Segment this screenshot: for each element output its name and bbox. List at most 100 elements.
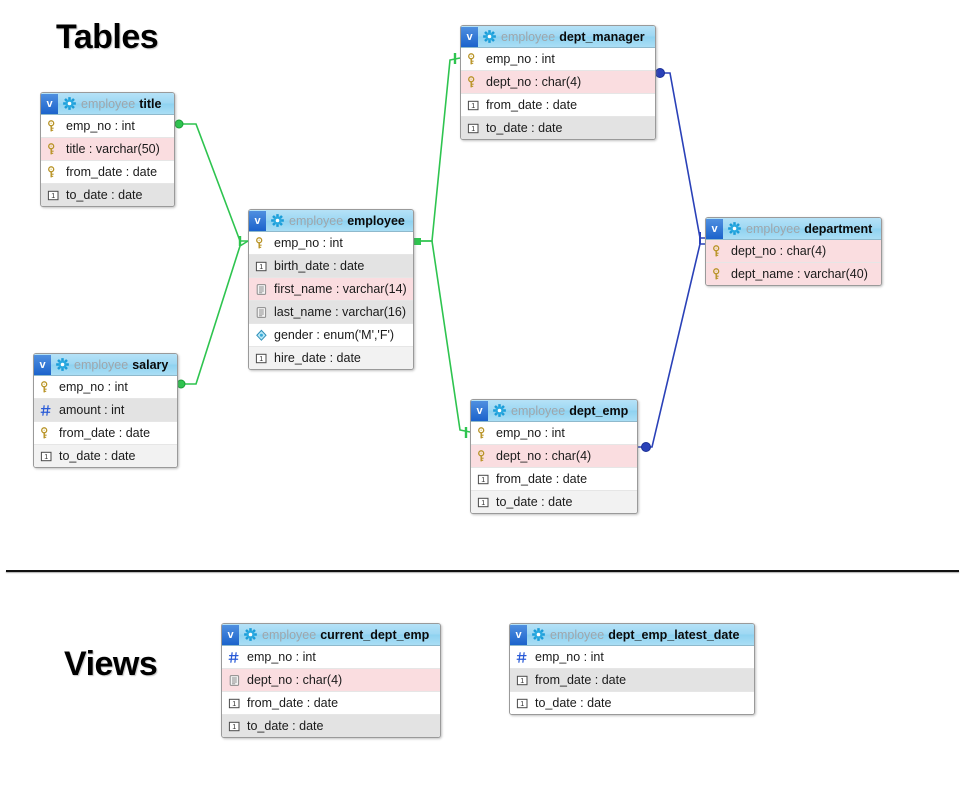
entity-name: current_dept_emp xyxy=(320,627,430,642)
section-divider xyxy=(6,570,959,572)
key-icon xyxy=(48,165,55,177)
field-row[interactable]: emp_no : int xyxy=(510,646,754,669)
field-row[interactable]: title : varchar(50) xyxy=(41,138,174,161)
field-row[interactable]: dept_name : varchar(40) xyxy=(706,263,881,285)
field-row[interactable]: dept_no : char(4) xyxy=(471,445,637,468)
field-row[interactable]: emp_no : int xyxy=(41,115,174,138)
field-label: to_date : date xyxy=(66,188,143,202)
field-row[interactable]: from_date : date xyxy=(34,422,177,445)
enum-icon xyxy=(256,329,267,341)
field-label: to_date : date xyxy=(496,495,573,509)
field-row[interactable]: last_name : varchar(16) xyxy=(249,301,413,324)
field-label: hire_date : date xyxy=(274,351,361,365)
svg-text:1: 1 xyxy=(481,500,485,507)
svg-text:1: 1 xyxy=(232,701,236,708)
date-icon: 1 xyxy=(228,721,240,731)
gear-icon xyxy=(728,222,741,235)
field-row[interactable]: amount : int xyxy=(34,399,177,422)
field-label: to_date : date xyxy=(247,719,324,733)
schema-name: employee xyxy=(501,29,556,44)
entity-name: dept_emp_latest_date xyxy=(608,627,740,642)
gear-icon xyxy=(56,358,69,371)
field-row[interactable]: emp_no : int xyxy=(222,646,440,669)
view-badge-icon: v xyxy=(41,93,58,114)
tables-section-heading: Tables xyxy=(56,18,159,56)
gear-icon xyxy=(271,214,284,227)
field-label: dept_no : char(4) xyxy=(486,75,582,89)
key-icon xyxy=(478,449,485,461)
views-section-heading: Views xyxy=(64,645,158,683)
field-label: from_date : date xyxy=(247,696,339,710)
view-badge-icon: v xyxy=(706,218,723,239)
field-label: last_name : varchar(16) xyxy=(274,305,407,319)
date-icon: 1 xyxy=(516,698,528,708)
field-label: emp_no : int xyxy=(274,236,343,250)
svg-text:1: 1 xyxy=(481,477,485,484)
key-icon xyxy=(48,142,55,154)
field-row[interactable]: 1 from_date : date xyxy=(222,692,440,715)
gear-icon xyxy=(244,628,257,641)
number-icon xyxy=(40,404,51,416)
view-badge-icon: v xyxy=(510,624,527,645)
field-label: from_date : date xyxy=(59,426,151,440)
field-row[interactable]: from_date : date xyxy=(41,161,174,184)
field-row[interactable]: 1 to_date : date xyxy=(471,491,637,513)
view-badge-icon: v xyxy=(249,210,266,231)
date-icon: 1 xyxy=(516,675,528,685)
field-row[interactable]: dept_no : char(4) xyxy=(706,240,881,263)
field-label: birth_date : date xyxy=(274,259,365,273)
field-row[interactable]: dept_no : char(4) xyxy=(461,71,655,94)
field-row[interactable]: emp_no : int xyxy=(471,422,637,445)
field-label: to_date : date xyxy=(59,449,136,463)
field-row[interactable]: dept_no : char(4) xyxy=(222,669,440,692)
field-row[interactable]: emp_no : int xyxy=(249,232,413,255)
entity-name: dept_emp xyxy=(569,403,629,418)
svg-text:1: 1 xyxy=(520,678,524,685)
field-row[interactable]: 1 to_date : date xyxy=(222,715,440,737)
field-label: from_date : date xyxy=(486,98,578,112)
schema-name: employee xyxy=(81,96,136,111)
date-icon: 1 xyxy=(467,123,479,133)
number-icon xyxy=(516,651,527,663)
field-row[interactable]: first_name : varchar(14) xyxy=(249,278,413,301)
field-label: emp_no : int xyxy=(247,650,316,664)
svg-text:1: 1 xyxy=(232,724,236,731)
field-label: first_name : varchar(14) xyxy=(274,282,407,296)
field-row[interactable]: emp_no : int xyxy=(461,48,655,71)
field-row[interactable]: emp_no : int xyxy=(34,376,177,399)
date-icon: 1 xyxy=(228,698,240,708)
entity-name: employee xyxy=(347,213,405,228)
text-icon xyxy=(256,283,267,295)
gear-icon xyxy=(63,97,76,110)
field-label: emp_no : int xyxy=(535,650,604,664)
schema-name: employee xyxy=(262,627,317,642)
field-label: dept_no : char(4) xyxy=(496,449,592,463)
field-row[interactable]: gender : enum('M','F') xyxy=(249,324,413,347)
